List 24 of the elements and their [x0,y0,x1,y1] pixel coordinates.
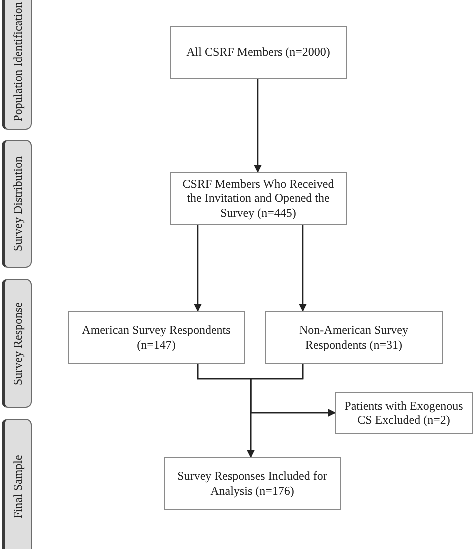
process-box [164,457,341,510]
stage-band [2,140,32,268]
stage-band [2,419,32,549]
arrow [250,364,336,417]
box-text: CSRF Members Who Received the Invitation and Opened the Survey (n=445) [182,176,336,220]
process-box [265,311,443,364]
stage-label: Final Sample [10,455,26,519]
stage-label: Survey Distribution [10,156,26,252]
box-text: American Survey Respondents (n=147) [81,323,232,352]
stage-label: Survey Response [10,302,26,385]
process-box [335,392,473,434]
stage-label: Population Identification [10,2,26,122]
arrow [299,225,307,312]
arrow [194,225,202,312]
box-text: All CSRF Members (n=2000) [186,45,330,60]
process-box [170,26,347,79]
box-text: Survey Responses Included for Analysis (n=176) [176,469,328,498]
stage-band [2,0,32,130]
process-box [68,311,245,364]
stage-band [2,279,32,408]
box-text: Patients with Exogenous CS Excluded (n=2) [344,398,464,428]
process-box [170,172,347,225]
arrow [254,79,262,173]
box-text: Non-American Survey Respondents (n=31) [298,323,410,352]
